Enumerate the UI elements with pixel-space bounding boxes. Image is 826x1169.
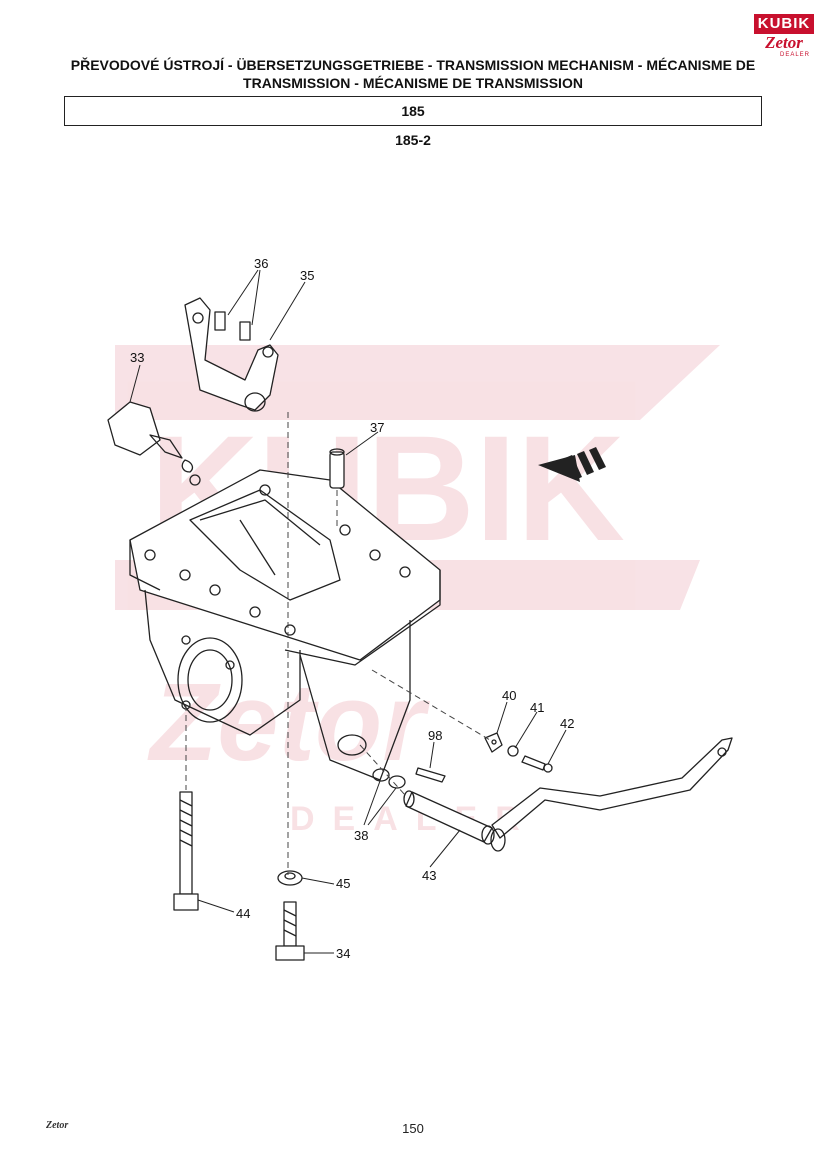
part-label: 33 bbox=[130, 350, 144, 365]
pin-part-37 bbox=[329, 448, 345, 489]
page-title: PŘEVODOVÉ ÚSTROJÍ - ÜBERSETZUNGSGETRIEBE… bbox=[70, 57, 756, 91]
part-labels: 36 35 33 37 40 41 42 98 38 43 44 45 34 bbox=[130, 256, 574, 961]
logo-dealer-text: DEALER bbox=[779, 52, 810, 58]
screw-part-42 bbox=[521, 755, 553, 773]
direction-arrow bbox=[538, 447, 606, 482]
part-label: 40 bbox=[502, 688, 516, 703]
lever-arm bbox=[490, 737, 733, 852]
kubik-zetor-logo: KUBIK Zetor DEALER bbox=[754, 14, 814, 64]
nut-part-41 bbox=[507, 745, 519, 757]
part-label: 44 bbox=[236, 906, 250, 921]
footer-zetor-logo: Zetor bbox=[46, 1120, 69, 1131]
key-part-98 bbox=[415, 767, 446, 783]
part-label: 98 bbox=[428, 728, 442, 743]
diagram-code: 185-2 bbox=[395, 132, 431, 148]
assembly-lines bbox=[185, 412, 491, 875]
bracket-part-35 bbox=[184, 297, 279, 412]
washer-part-45 bbox=[277, 870, 303, 886]
part-label: 35 bbox=[300, 268, 314, 283]
part-label: 36 bbox=[254, 256, 268, 271]
part-label: 41 bbox=[530, 700, 544, 715]
part-label: 43 bbox=[422, 868, 436, 883]
part-label: 45 bbox=[336, 876, 350, 891]
part-label: 38 bbox=[354, 828, 368, 843]
exploded-parts-diagram: KUBIK Zetor DEALER bbox=[107, 256, 733, 961]
logo-zetor-text: Zetor bbox=[765, 33, 803, 52]
part-label: 42 bbox=[560, 716, 574, 731]
clip-part-40 bbox=[484, 732, 503, 753]
page-number: 150 bbox=[402, 1121, 424, 1136]
watermark-script-text: Zetor bbox=[147, 661, 430, 784]
gear-housing bbox=[129, 469, 441, 781]
bolt-part-44 bbox=[173, 791, 199, 911]
group-code-box: 185 bbox=[64, 96, 762, 126]
bolt-part-34 bbox=[275, 901, 305, 961]
part-label: 34 bbox=[336, 946, 350, 961]
part-label: 37 bbox=[370, 420, 384, 435]
logo-kubik-text: KUBIK bbox=[754, 14, 814, 34]
leader-lines bbox=[129, 269, 567, 954]
shaft-part-43 bbox=[403, 790, 495, 845]
